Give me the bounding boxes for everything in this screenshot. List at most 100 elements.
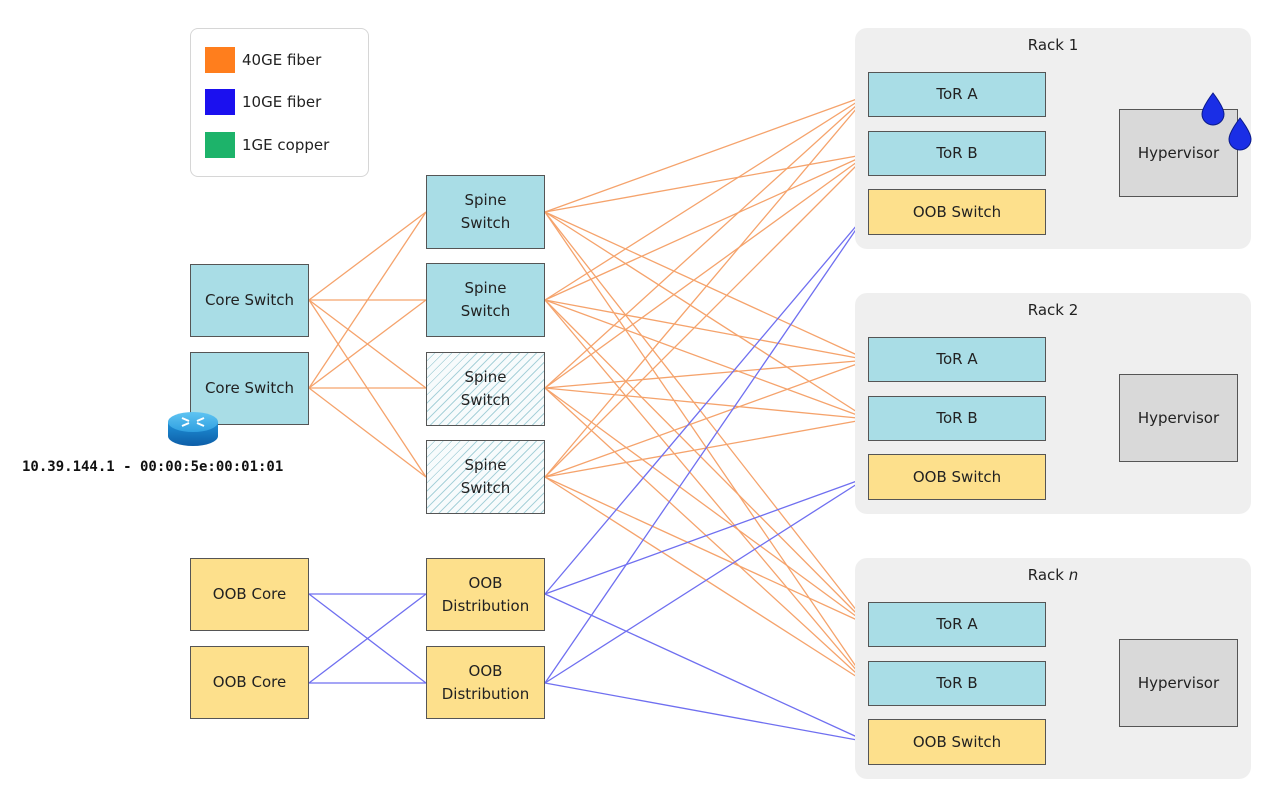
link-40ge: [544, 299, 869, 420]
node-label: ToR B: [936, 144, 978, 162]
label-line: Distribution: [441, 596, 530, 615]
link-10ge: [544, 682, 869, 743]
rackn-hypervisor[interactable]: Hypervisor: [1119, 639, 1238, 727]
link-40ge: [544, 153, 869, 389]
node-label: Core Switch: [204, 291, 295, 309]
link-40ge: [544, 153, 869, 478]
rack2-tor-b[interactable]: ToR B: [868, 396, 1046, 441]
node-label: Hypervisor: [1137, 673, 1220, 692]
node-label: Hypervisor: [1137, 143, 1220, 162]
label-line: Spine: [464, 456, 507, 474]
link-40ge: [308, 299, 427, 389]
node-label: ToR B: [936, 674, 978, 692]
rackn-oob-switch[interactable]: OOB Switch: [868, 719, 1046, 765]
node-label: OOB Switch: [912, 202, 1002, 221]
link-10ge: [544, 476, 869, 684]
water-drop-icon: [1201, 92, 1225, 126]
oob-core-1[interactable]: OOB Core: [190, 558, 309, 631]
router-address-label: 10.39.144.1 - 00:00:5e:00:01:01: [22, 459, 284, 475]
legend: 40GE fiber 10GE fiber 1GE copper: [190, 28, 369, 177]
label-line: Spine: [464, 368, 507, 386]
oob-distribution-1[interactable]: OOB Distribution: [426, 558, 545, 631]
label-line: OOB: [468, 573, 503, 592]
node-label: OOB Switch: [912, 732, 1002, 751]
link-40ge: [544, 359, 869, 389]
link-10ge: [544, 593, 869, 743]
core-switch-2[interactable]: Core Switch: [190, 352, 309, 425]
rack-title: Rack 1: [1027, 36, 1079, 54]
label-line: Switch: [460, 302, 511, 320]
rack2-tor-a[interactable]: ToR A: [868, 337, 1046, 382]
label-line: Distribution: [441, 684, 530, 703]
node-label: Core Switch: [204, 379, 295, 397]
label-line: OOB: [468, 661, 503, 680]
link-10ge: [308, 593, 427, 684]
legend-label: 10GE fiber: [242, 93, 322, 111]
legend-swatch-1ge: [205, 132, 235, 158]
rack-title: Rack 2: [1027, 301, 1079, 319]
legend-swatch-10ge: [205, 89, 235, 115]
label-line: Switch: [460, 214, 511, 232]
oob-core-2[interactable]: OOB Core: [190, 646, 309, 719]
rack-title-italic: n: [1068, 566, 1079, 584]
legend-label: 1GE copper: [242, 136, 330, 154]
node-label: OOB Switch: [912, 467, 1002, 486]
link-40ge: [544, 94, 869, 478]
rack1-hypervisor[interactable]: Hypervisor: [1119, 109, 1238, 197]
legend-item-40ge: 40GE fiber: [205, 47, 321, 73]
rack-title: Rack n: [855, 566, 1251, 584]
legend-item-1ge: 1GE copper: [205, 132, 329, 158]
node-label: OOB Distribution: [442, 660, 530, 706]
legend-label: 40GE fiber: [242, 51, 322, 69]
label-line: Switch: [460, 391, 511, 409]
oob-distribution-2[interactable]: OOB Distribution: [426, 646, 545, 719]
node-label: ToR A: [936, 615, 978, 633]
rackn-tor-a[interactable]: ToR A: [868, 602, 1046, 647]
rackn-tor-b[interactable]: ToR B: [868, 661, 1046, 706]
rack2-oob-switch[interactable]: OOB Switch: [868, 454, 1046, 500]
node-label: OOB Core: [212, 673, 287, 691]
label-line: Switch: [460, 479, 511, 497]
water-drop-icon: [1228, 117, 1252, 151]
link-10ge: [544, 211, 869, 595]
link-40ge: [544, 359, 869, 478]
rack-title-prefix: Rack: [1027, 566, 1069, 584]
label-line: Spine: [464, 191, 507, 209]
rack2-hypervisor[interactable]: Hypervisor: [1119, 374, 1238, 462]
legend-item-10ge: 10GE fiber: [205, 89, 321, 115]
link-40ge: [544, 94, 869, 389]
link-40ge: [544, 387, 869, 626]
link-10ge: [544, 211, 869, 684]
node-label: OOB Core: [212, 585, 287, 603]
link-40ge: [308, 211, 427, 301]
link-40ge: [544, 94, 869, 213]
link-40ge: [544, 153, 869, 213]
node-label: ToR A: [936, 350, 978, 368]
link-40ge: [544, 476, 869, 626]
link-40ge: [544, 299, 869, 685]
link-40ge: [544, 94, 869, 301]
link-40ge: [544, 299, 869, 361]
link-40ge: [308, 211, 427, 389]
link-40ge: [544, 153, 869, 301]
node-label: Hypervisor: [1137, 408, 1220, 427]
link-40ge: [544, 299, 869, 626]
rack1-tor-b[interactable]: ToR B: [868, 131, 1046, 176]
rack1-tor-a[interactable]: ToR A: [868, 72, 1046, 117]
router-icon[interactable]: [166, 408, 220, 450]
label-line: Spine: [464, 279, 507, 297]
node-label: OOB Distribution: [442, 572, 530, 618]
link-40ge: [308, 387, 427, 478]
core-switch-1[interactable]: Core Switch: [190, 264, 309, 337]
rack1-oob-switch[interactable]: OOB Switch: [868, 189, 1046, 235]
